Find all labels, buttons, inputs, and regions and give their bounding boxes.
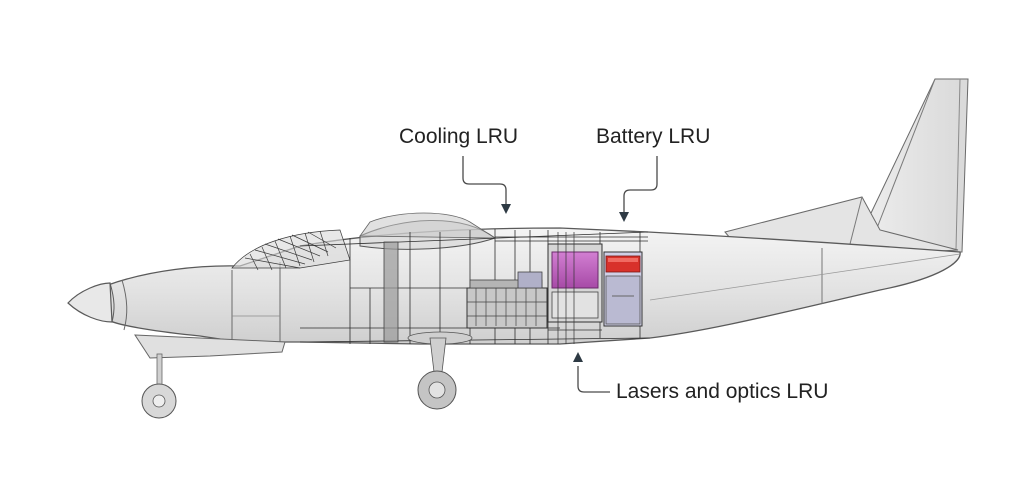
callout-battery xyxy=(623,156,658,214)
lasers-optics-lru-unit xyxy=(547,232,603,344)
callout-lasers-arrowhead xyxy=(573,352,583,362)
battery-lru-unit xyxy=(603,251,643,327)
cooling-lru-label: Cooling LRU xyxy=(399,125,519,148)
callout-battery-arrowhead xyxy=(619,212,629,222)
nose-landing-gear xyxy=(141,353,177,419)
propeller-spinner xyxy=(67,282,113,323)
cockpit-canopy xyxy=(231,229,351,271)
battery-lru-label: Battery LRU xyxy=(596,125,711,148)
cooling-lru-unit xyxy=(466,271,548,329)
callout-lasers xyxy=(577,366,610,393)
main-landing-gear xyxy=(417,337,457,410)
callout-cooling xyxy=(462,156,507,206)
lasers-optics-lru-label: Lasers and optics LRU xyxy=(616,380,829,403)
callout-cooling-arrowhead xyxy=(501,204,511,214)
